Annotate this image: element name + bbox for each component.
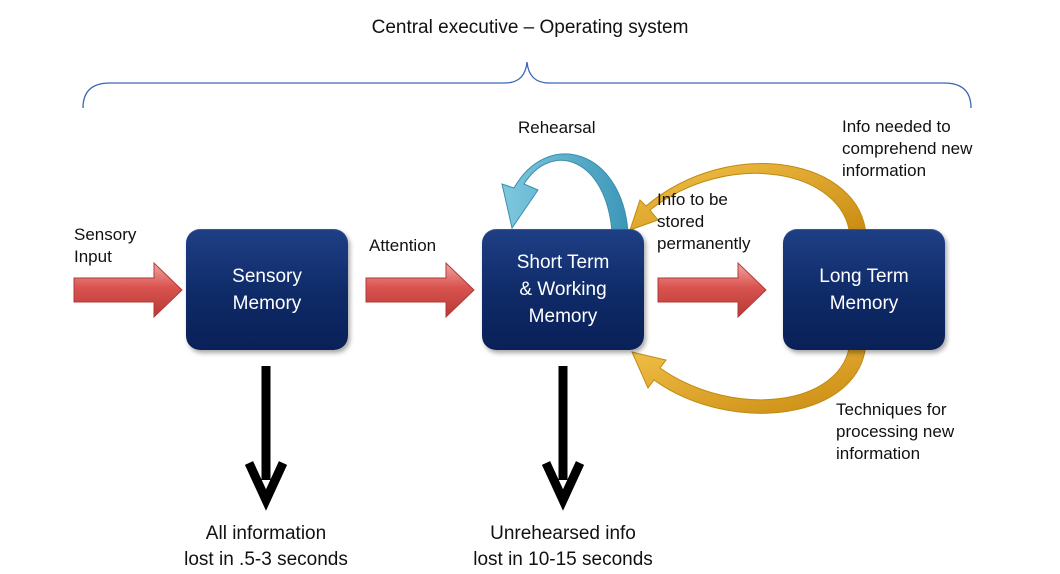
techniques-label: Techniques for processing new informatio… bbox=[836, 400, 955, 463]
sensory-memory-label: Sensory Memory bbox=[232, 265, 302, 314]
retrieval-arc-top-arrow bbox=[629, 163, 867, 237]
central-executive-title: Central executive – Operating system bbox=[371, 17, 689, 38]
long-term-memory-box: Long Term Memory bbox=[783, 229, 945, 350]
long-term-memory-label: Long Term Memory bbox=[819, 265, 909, 314]
sensory-memory-box: Sensory Memory bbox=[186, 229, 348, 350]
store-permanently-arrow bbox=[657, 261, 767, 319]
sensory-loss-arrow bbox=[244, 366, 288, 511]
stm-loss-label: Unrehearsed info lost in 10-15 seconds bbox=[473, 523, 653, 570]
central-executive-brace bbox=[82, 61, 972, 109]
sensory-loss-label: All information lost in .5-3 seconds bbox=[184, 523, 348, 570]
info-stored-label: Info to be stored permanently bbox=[657, 190, 751, 253]
sensory-input-arrow bbox=[73, 261, 183, 319]
processing-arc-bottom-arrow bbox=[631, 341, 867, 414]
stm-loss-arrow bbox=[541, 366, 585, 511]
short-term-memory-box: Short Term & Working Memory bbox=[482, 229, 644, 350]
short-term-memory-label: Short Term & Working Memory bbox=[516, 252, 610, 327]
attention-label: Attention bbox=[369, 236, 437, 255]
rehearsal-label: Rehearsal bbox=[518, 118, 596, 137]
info-needed-label: Info needed to comprehend new informatio… bbox=[842, 117, 973, 180]
sensory-input-label: Sensory Input bbox=[74, 225, 137, 266]
attention-arrow bbox=[365, 261, 475, 319]
rehearsal-loop-arrow bbox=[501, 153, 629, 233]
